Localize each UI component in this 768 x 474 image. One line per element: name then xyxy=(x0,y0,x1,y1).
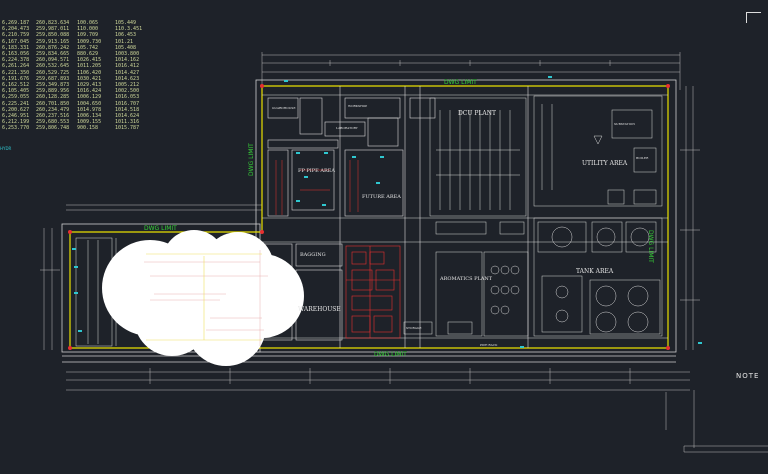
corner-crosshair-mark xyxy=(746,12,761,23)
internal-roads xyxy=(262,86,668,348)
tank-area-equipment xyxy=(533,217,663,337)
area-label-warehouse: WAREHOUSE xyxy=(298,306,341,313)
title-block-lines xyxy=(683,445,768,453)
area-label-boiler: BOILER xyxy=(636,156,649,160)
coordinate-column-easting: 260,823.634 259,987.011 259,850.088 259,… xyxy=(36,20,70,132)
dwg-limit-label-bottom: DWG LIMIT xyxy=(374,351,407,358)
area-label-tank: TANK AREA xyxy=(576,268,614,275)
utility-area-equipment xyxy=(533,95,663,207)
process-equipment-red xyxy=(345,245,401,339)
site-boundary xyxy=(61,79,677,363)
area-label-bagging: BAGGING xyxy=(300,252,326,258)
coordinate-column-elevation-1: 100.065 110.000 109.709 1009.730 105.742… xyxy=(77,20,102,132)
legend-label: HYDR xyxy=(0,146,12,151)
dwg-limit-label-east: DWG LIMIT xyxy=(647,230,654,263)
right-dimension-chain xyxy=(680,86,700,350)
limit-corner-markers xyxy=(68,84,670,350)
area-label-future: FUTURE AREA xyxy=(362,194,401,200)
aromatics-plant xyxy=(403,251,529,337)
coordinate-table: 6,269.187 6,204.473 6,210.759 6,167.045 … xyxy=(0,20,150,140)
area-label-substation: SUBSTATION xyxy=(614,122,635,126)
area-label-workshop: WORKSHOP xyxy=(348,104,368,108)
overlay-yellow-lines xyxy=(146,253,262,341)
area-label-pipe-rack: PIPE RACK xyxy=(480,343,498,347)
overlay-linework xyxy=(144,250,268,346)
dwg-limit-label-west: DWG LIMIT xyxy=(144,225,177,232)
cyan-instrument-tags xyxy=(72,76,702,348)
note-title: NOTE xyxy=(736,372,760,380)
white-cloud-overlay xyxy=(102,230,304,366)
coordinate-column-elevation-2: 105.449 110.3.451 106.453 101.21 105.408… xyxy=(115,20,143,132)
area-label-laboratory: LABORATORY xyxy=(336,126,358,130)
dwg-limit-label-top: DWG LIMIT xyxy=(444,79,477,86)
area-label-fp-pipe: FP PIPE AREA xyxy=(298,168,336,174)
top-dimension-chain xyxy=(261,52,681,90)
admin-buildings xyxy=(267,97,436,217)
left-dimension-chain xyxy=(40,204,262,350)
coordinate-column-northing: 6,269.187 6,204.473 6,210.759 6,167.045 … xyxy=(2,20,30,132)
area-label-storage: STORAGE xyxy=(406,326,422,330)
bottom-dimension-chain xyxy=(66,368,695,448)
area-label-guardhouse: GUARDHOUSE xyxy=(272,106,296,110)
red-piping-lines xyxy=(275,160,359,215)
dwg-limit-label-inner: DWG LIMIT xyxy=(248,143,255,176)
area-label-utility: UTILITY AREA xyxy=(582,160,628,167)
dcu-plant-piping xyxy=(429,97,527,235)
area-label-aromatics: AROMATICS PLANT xyxy=(440,276,493,282)
area-label-dcu-plant: DCU PLANT xyxy=(458,110,496,117)
